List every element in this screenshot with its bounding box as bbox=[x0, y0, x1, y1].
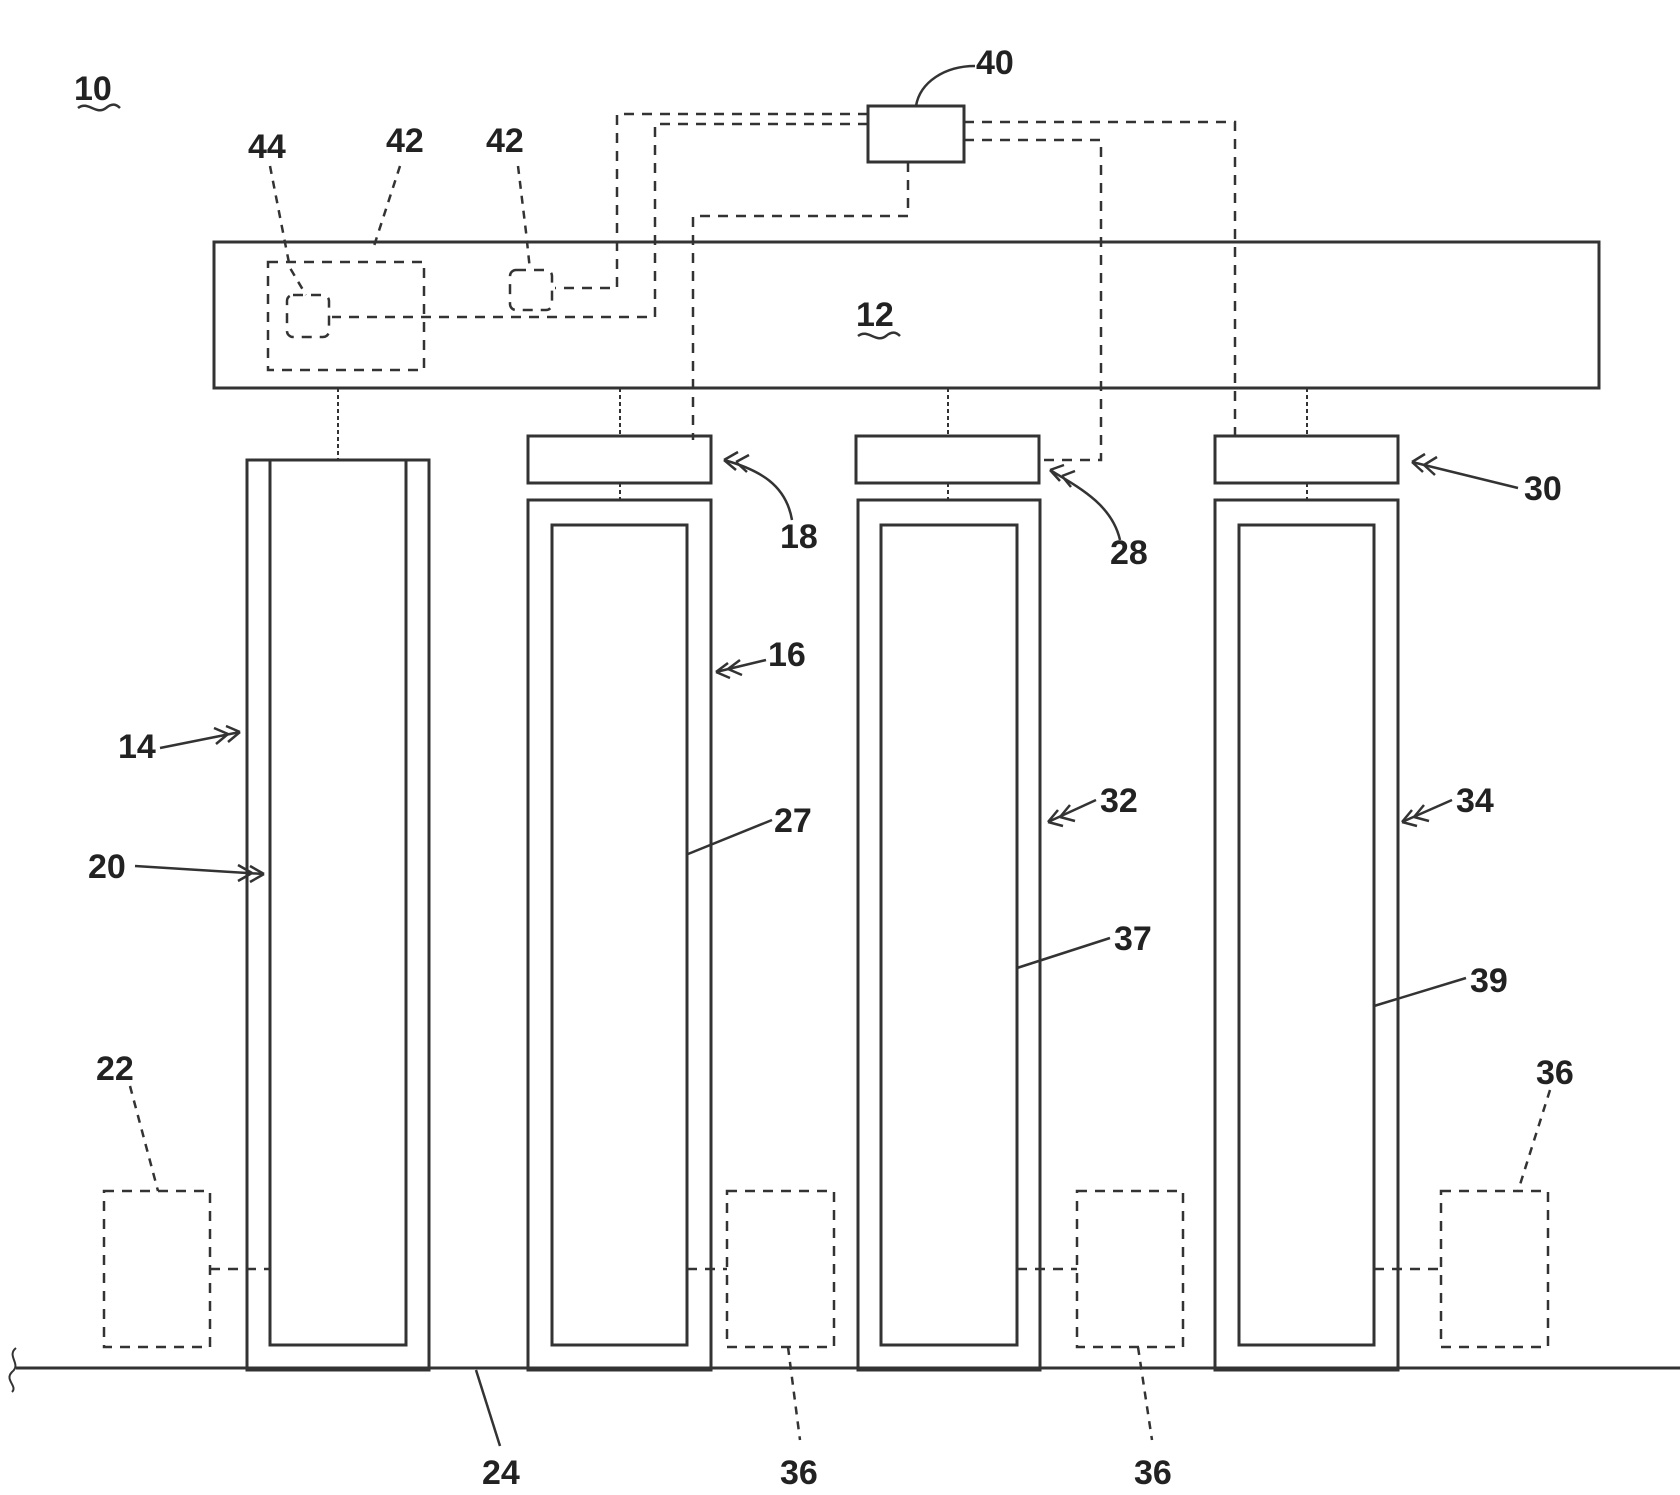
manifold-12 bbox=[214, 242, 1599, 388]
sensor-42-small bbox=[510, 270, 552, 310]
label-27: 27 bbox=[774, 802, 812, 840]
label-36-right: 36 bbox=[1536, 1054, 1574, 1092]
label-28: 28 bbox=[1110, 534, 1148, 572]
label-39: 39 bbox=[1470, 962, 1508, 1000]
label-32: 32 bbox=[1100, 782, 1138, 820]
valve-18 bbox=[528, 436, 711, 483]
label-36-bottom-a: 36 bbox=[780, 1454, 818, 1492]
label-44: 44 bbox=[248, 128, 286, 166]
label-22: 22 bbox=[96, 1050, 134, 1088]
label-34: 34 bbox=[1456, 782, 1494, 820]
cylinder-14 bbox=[247, 460, 429, 1370]
label-37: 37 bbox=[1114, 920, 1152, 958]
label-42-a: 42 bbox=[386, 122, 424, 160]
cylinder-16 bbox=[528, 500, 711, 1370]
heater-22 bbox=[104, 1191, 210, 1347]
sensor-44-box bbox=[287, 295, 329, 337]
control-wiring bbox=[332, 114, 1235, 460]
label-30: 30 bbox=[1524, 470, 1562, 508]
label-14: 14 bbox=[118, 728, 156, 766]
label-20: 20 bbox=[88, 848, 126, 886]
label-16: 16 bbox=[768, 636, 806, 674]
heaters bbox=[104, 1191, 1548, 1347]
valve-30 bbox=[1215, 436, 1398, 483]
label-36-bottom-b: 36 bbox=[1134, 1454, 1172, 1492]
heater-36-c bbox=[1441, 1191, 1548, 1347]
leaders bbox=[130, 66, 1550, 1446]
heater-36-a bbox=[727, 1191, 834, 1347]
label-18: 18 bbox=[780, 518, 818, 556]
label-42-b: 42 bbox=[486, 122, 524, 160]
label-10: 10 bbox=[74, 70, 112, 108]
cylinder-34 bbox=[1215, 500, 1398, 1370]
liner-27 bbox=[552, 525, 687, 1345]
liner-20 bbox=[270, 460, 406, 1345]
cylinder-32 bbox=[858, 500, 1040, 1370]
heater-36-b bbox=[1077, 1191, 1183, 1347]
label-24: 24 bbox=[482, 1454, 520, 1492]
reference-labels: 10 12 40 44 42 42 18 28 30 16 14 20 27 3… bbox=[74, 44, 1574, 1492]
controller-40 bbox=[868, 106, 964, 162]
ground-break bbox=[9, 1348, 16, 1392]
sensor-42-box bbox=[268, 262, 424, 370]
label-12: 12 bbox=[856, 296, 894, 334]
label-40: 40 bbox=[976, 44, 1014, 82]
valve-28 bbox=[856, 436, 1039, 483]
stems bbox=[338, 388, 1307, 500]
liner-39 bbox=[1239, 525, 1374, 1345]
liner-37 bbox=[881, 525, 1017, 1345]
